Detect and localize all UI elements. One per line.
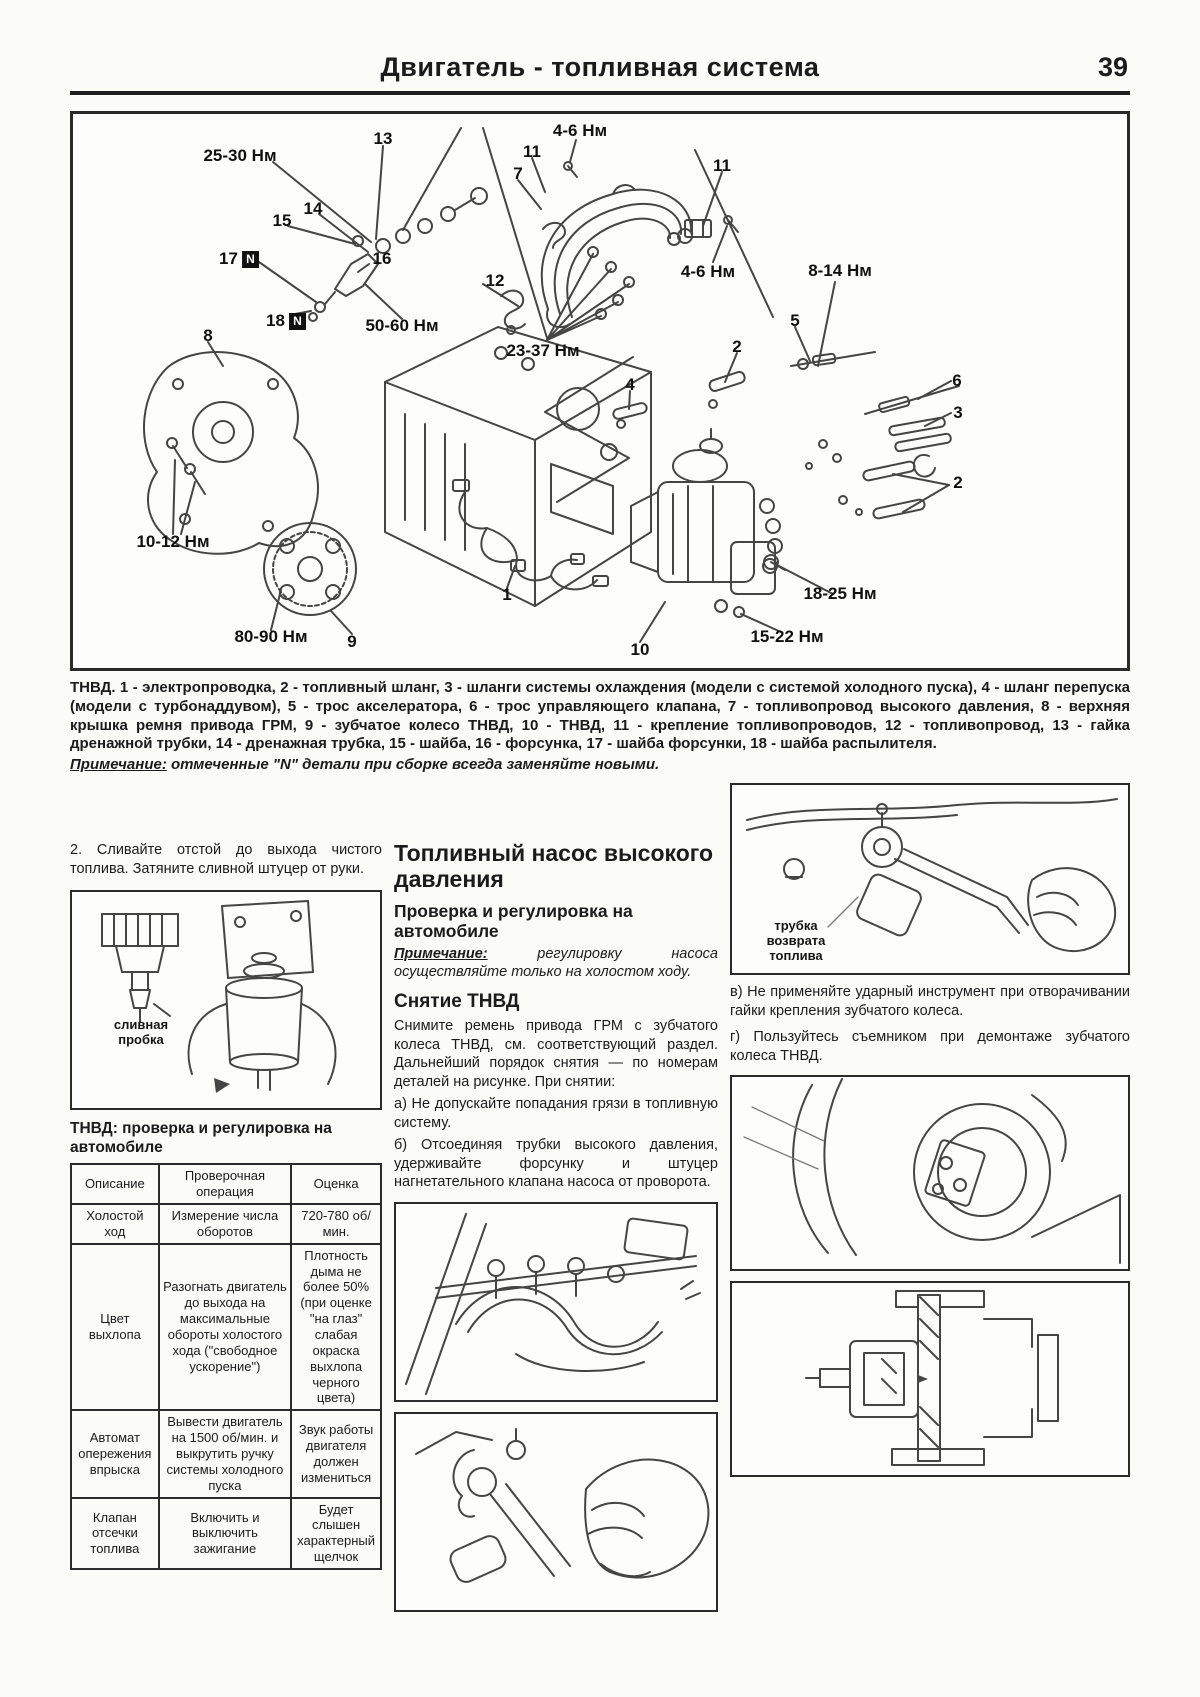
- part-number-label: 8: [203, 326, 213, 345]
- drain-plug-label: сливная пробка: [113, 1017, 169, 1048]
- part-number-label: 16: [372, 249, 392, 268]
- torque-label: 23-37 Нм: [506, 341, 580, 360]
- note-label: Примечание:: [70, 756, 167, 773]
- table-cell: 720-780 об/мин.: [290, 1203, 382, 1245]
- torque-label: 80-90 Нм: [234, 627, 308, 646]
- table-cell: Измерение числа оборотов: [157, 1203, 293, 1245]
- table-cell: Автомат опережения впрыска: [70, 1409, 160, 1499]
- sprocket-nut-figure: трубка возврата топлива: [730, 783, 1130, 975]
- part-number-label: 2: [732, 337, 742, 356]
- part-number-label: 3: [953, 403, 963, 422]
- table-cell: Плотность дыма не более 50% (при оценке …: [290, 1242, 382, 1412]
- note-label: Примечание:: [394, 945, 488, 962]
- subsection-title: Проверка и регулировка на автомобиле: [394, 900, 633, 941]
- page-header: Двигатель - топливная система 39: [70, 52, 1130, 95]
- page-number: 39: [1097, 52, 1128, 82]
- columns: 2. Сливайте отстой до выхода чистого топ…: [70, 783, 1130, 1612]
- table-cell: Холостой ход: [70, 1203, 160, 1245]
- section-title: Топливный насос высокого давления: [394, 840, 714, 892]
- part-number-label: 1: [502, 585, 512, 604]
- table-header: Описание: [70, 1163, 160, 1205]
- torque-label: 25-30 Нм: [203, 146, 277, 165]
- table-title: ТНВД: проверка и регулировка на автомоби…: [70, 1120, 332, 1156]
- torque-label: 10-12 Нм: [136, 532, 210, 551]
- table-cell: Будет слышен характерный щелчок: [290, 1496, 382, 1571]
- table-cell: Клапан отсечки топлива: [70, 1496, 160, 1571]
- table-row: Клапан отсечки топлива Включить и выключ…: [70, 1496, 382, 1571]
- adjustment-note: Примечание: регулировку насоса осуществл…: [394, 945, 718, 981]
- table-row: Холостой ход Измерение числа оборотов 72…: [70, 1203, 382, 1245]
- caution-item-g: г) Пользуйтесь съемником при демонтаже з…: [730, 1029, 1130, 1064]
- figure-note: Примечание: отмеченные "N" детали при сб…: [70, 756, 1130, 773]
- removal-item-b: б) Отсоединяя трубки высокого давления, …: [394, 1137, 718, 1191]
- caution-item-v: в) Не применяйте ударный инструмент при …: [730, 984, 1130, 1019]
- table-header-row: Описание Проверочная операция Оценка: [70, 1163, 382, 1205]
- removal-item-a: а) Не допускайте попадания грязи в топли…: [394, 1096, 718, 1131]
- sprocket-nut-art: [746, 798, 1118, 953]
- part-number-label: 10: [630, 640, 650, 659]
- part-number-label: 2: [953, 473, 963, 492]
- note-text: отмеченные "N" детали при сборке всегда …: [166, 756, 660, 773]
- injection-lines-art: [405, 1212, 701, 1395]
- figure-caption: ТНВД. 1 - электропроводка, 2 - топливный…: [70, 679, 1130, 753]
- table-cell: Разогнать двигатель до выхода на максима…: [157, 1242, 293, 1412]
- drain-instruction: 2. Сливайте отстой до выхода чистого топ…: [70, 842, 382, 877]
- torque-label: 4-6 Нм: [552, 121, 608, 140]
- page-title: Двигатель - топливная система: [380, 52, 820, 82]
- torque-label: 15-22 Нм: [750, 627, 824, 646]
- table-row: Автомат опережения впрыска Вывести двига…: [70, 1409, 382, 1499]
- left-column: 2. Сливайте отстой до выхода чистого топ…: [70, 783, 382, 1571]
- part-number-label: 5: [790, 311, 800, 330]
- table-header: Оценка: [290, 1163, 382, 1205]
- new-part-badge: N: [241, 251, 259, 268]
- table-cell: Вывести двигатель на 1500 об/мин. и выкр…: [157, 1409, 293, 1499]
- torque-label: 50-60 Нм: [365, 316, 439, 335]
- sprocket-view-figure: [730, 1075, 1130, 1272]
- part-number-label: 9: [347, 632, 357, 651]
- torque-label: 8-14 Нм: [808, 261, 872, 280]
- union-nut-wrench-art: [415, 1427, 710, 1583]
- part-number-label: 4: [625, 375, 635, 394]
- torque-label: 4-6 Нм: [680, 262, 736, 281]
- middle-column: Топливный насос высокого давления Провер…: [394, 783, 718, 1612]
- table-cell: Включить и выключить зажигание: [157, 1496, 293, 1571]
- torque-label: 18-25 Нм: [803, 584, 877, 603]
- exploded-view-art: [143, 127, 960, 643]
- gear-puller-figure: [730, 1281, 1130, 1478]
- table-row: Цвет выхлопа Разогнать двигатель до выхо…: [70, 1242, 382, 1412]
- fuel-filter-figure: сливная пробка: [70, 890, 382, 1111]
- note-text: регулировку насоса осуществляйте только …: [394, 945, 718, 980]
- table-cell: Звук работы двигателя должен измениться: [290, 1409, 382, 1499]
- part-number-label: 14: [303, 199, 323, 218]
- part-number-label: 15: [272, 211, 292, 230]
- return-pipe-label: трубка возврата топлива: [766, 918, 826, 963]
- injection-lines-figure: [394, 1201, 718, 1402]
- pump-check-table: Описание Проверочная операция Оценка Хол…: [70, 1163, 382, 1571]
- right-column: трубка возврата топлива в) Не применяйте…: [730, 783, 1130, 1478]
- fuel-filter-art: [101, 900, 337, 1094]
- part-number-label: 6: [952, 371, 962, 390]
- part-number-label: 13: [373, 129, 393, 148]
- removal-title: Снятие ТНВД: [394, 991, 520, 1012]
- sprocket-view-art: [743, 1078, 1121, 1265]
- part-number-label: 7: [513, 164, 523, 183]
- removal-paragraph: Снимите ремень привода ГРМ с зубчатого к…: [394, 1018, 718, 1090]
- table-cell: Цвет выхлопа: [70, 1242, 160, 1412]
- gear-puller-art: [805, 1290, 1059, 1467]
- table-header: Проверочная операция: [157, 1163, 293, 1205]
- union-nut-wrench-figure: [394, 1411, 718, 1612]
- new-part-badge: N: [288, 313, 306, 330]
- part-number-label: 12: [485, 271, 505, 290]
- part-number-label: 11: [523, 142, 541, 161]
- part-number-label: 11: [713, 156, 731, 175]
